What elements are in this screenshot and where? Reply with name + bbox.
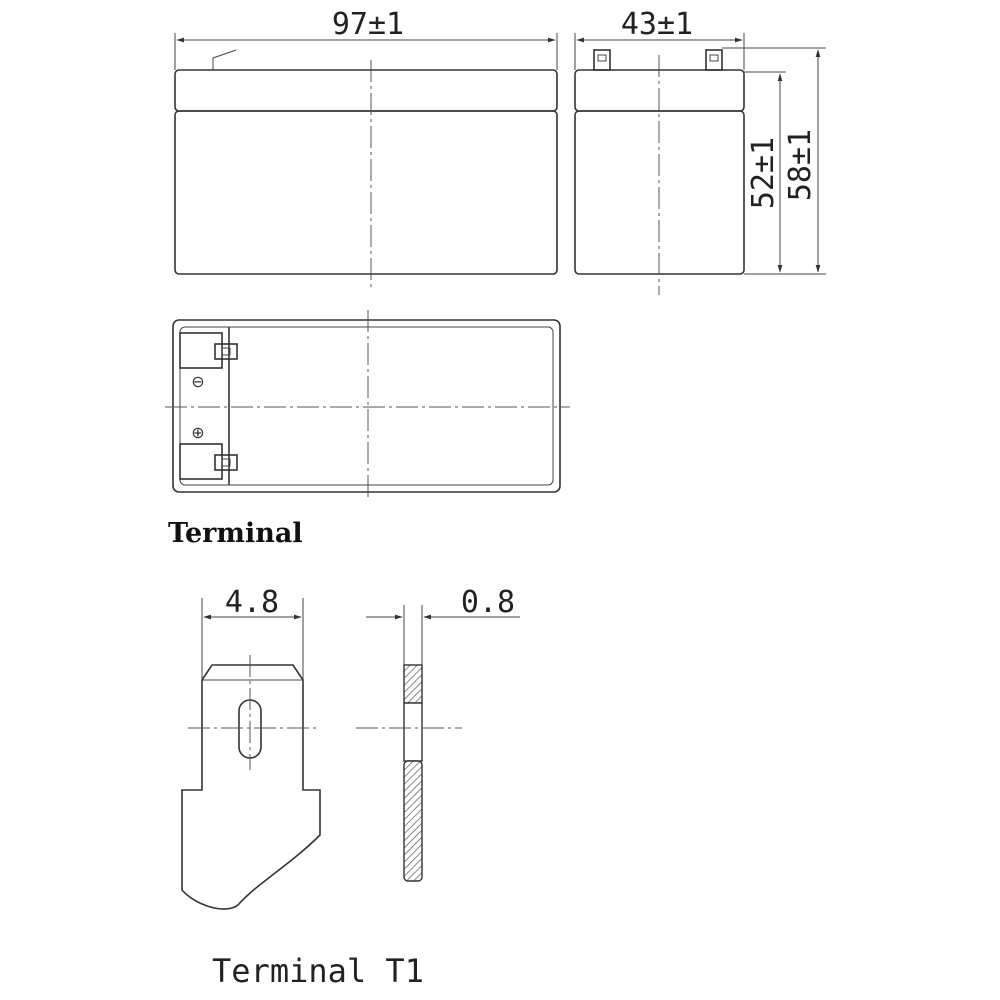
terminal-side-view: 0.8 [356, 585, 520, 882]
side-terminal-right [705, 49, 723, 71]
positive-terminal [214, 454, 238, 471]
total-height-label: 58±1 [783, 129, 818, 201]
terminal-front-view: 4.8 [181, 585, 321, 910]
top-view: ⊖ ⊕ [165, 310, 570, 500]
top-outline-inner [179, 326, 554, 486]
negative-polarity-icon: ⊖ [191, 372, 204, 391]
terminal-section-slot [403, 702, 423, 762]
terminal-section-lower [403, 760, 423, 882]
terminal-section-heading: Terminal [168, 518, 303, 549]
terminal-thickness-label: 0.8 [461, 585, 515, 620]
length-dimension-label: 97±1 [332, 7, 404, 42]
terminal-width-label: 4.8 [225, 585, 279, 620]
front-view: 97±1 [174, 7, 558, 290]
width-dimension-label: 43±1 [621, 7, 693, 42]
container-height-label: 52±1 [746, 137, 781, 209]
front-container [174, 110, 558, 275]
terminal-section-upper [403, 664, 423, 704]
negative-terminal [214, 343, 238, 360]
positive-polarity-icon: ⊕ [191, 423, 204, 442]
side-terminal-left [593, 49, 611, 71]
side-view: 43±1 52±1 58±1 [574, 7, 826, 295]
front-lid [174, 69, 558, 112]
terminal-caption: Terminal T1 [212, 952, 424, 990]
terminal-blade [181, 664, 321, 910]
top-outline-outer [172, 319, 561, 493]
